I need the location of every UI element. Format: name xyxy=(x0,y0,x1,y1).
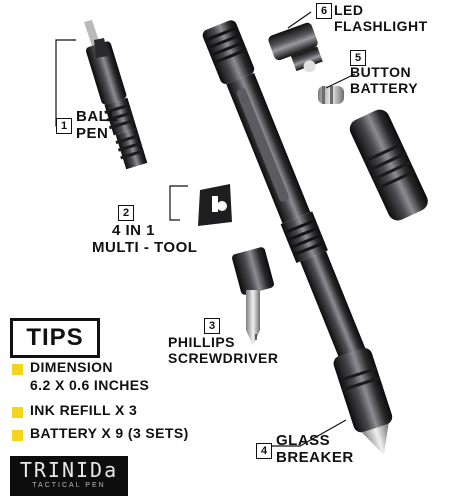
tip-item-ink-refill: INK REFILL X 3 xyxy=(30,402,138,418)
multi-tool-number: 2 xyxy=(118,205,134,221)
glass-breaker-label-line1: GLASS xyxy=(276,432,331,449)
led-flashlight-label: LED FLASHLIGHT xyxy=(334,2,428,34)
tip-item-battery: BATTERY X 9 (3 SETS) xyxy=(30,425,189,441)
multi-tool-label-line1: 4 IN 1 xyxy=(112,222,156,239)
led-flashlight-piece xyxy=(268,22,323,73)
glass-breaker-number: 4 xyxy=(256,443,272,459)
multi-tool-label: 4 IN 1 MULTI - TOOL xyxy=(92,222,197,256)
ball-pen-label-line2: PEN xyxy=(76,125,109,142)
button-battery-label-line1: BUTTON xyxy=(350,64,412,80)
tip-bullet xyxy=(12,407,23,418)
glass-breaker-label-line2: BREAKER xyxy=(276,449,354,466)
brand-tagline: TACTICAL PEN xyxy=(32,482,106,489)
led-flashlight-number: 6 xyxy=(316,3,332,19)
ball-pen-label: BALL PEN xyxy=(76,108,118,142)
tips-title: TIPS xyxy=(26,324,84,351)
led-flashlight-label-line2: FLASHLIGHT xyxy=(334,18,428,34)
phillips-number: 3 xyxy=(204,318,220,334)
phillips-screwdriver-piece xyxy=(232,247,274,346)
ball-pen-number: 1 xyxy=(56,118,72,134)
brand-name: TRINIDa xyxy=(19,458,119,482)
phillips-label: PHILLIPS SCREWDRIVER xyxy=(168,334,279,366)
button-battery-label: BUTTON BATTERY xyxy=(350,64,418,96)
tip-bullet xyxy=(12,364,23,375)
ball-pen-label-line1: BALL xyxy=(76,108,118,125)
tip-item-dimension: DIMENSION 6.2 X 0.6 INCHES xyxy=(30,358,149,394)
tip-bullet xyxy=(12,430,23,441)
tip-item-dimension-line1: DIMENSION xyxy=(30,359,113,375)
glass-breaker-label: GLASS BREAKER xyxy=(276,432,354,466)
phillips-label-line1: PHILLIPS xyxy=(168,334,236,350)
brand-logo: TRINIDa TACTICAL PEN xyxy=(10,456,128,496)
button-battery-label-line2: BATTERY xyxy=(350,80,419,96)
button-battery-number: 5 xyxy=(350,50,366,66)
multi-tool-piece xyxy=(198,184,232,226)
multi-tool-label-line2: MULTI - TOOL xyxy=(92,239,198,256)
cap-piece xyxy=(349,109,428,221)
led-flashlight-label-line1: LED xyxy=(334,2,364,18)
tip-item-dimension-line2: 6.2 X 0.6 INCHES xyxy=(30,377,150,393)
glass-breaker-piece xyxy=(333,348,393,455)
phillips-label-line2: SCREWDRIVER xyxy=(168,350,279,366)
ball-pen-piece xyxy=(84,20,148,170)
tips-box: TIPS xyxy=(10,318,100,358)
button-battery-piece xyxy=(318,86,344,104)
